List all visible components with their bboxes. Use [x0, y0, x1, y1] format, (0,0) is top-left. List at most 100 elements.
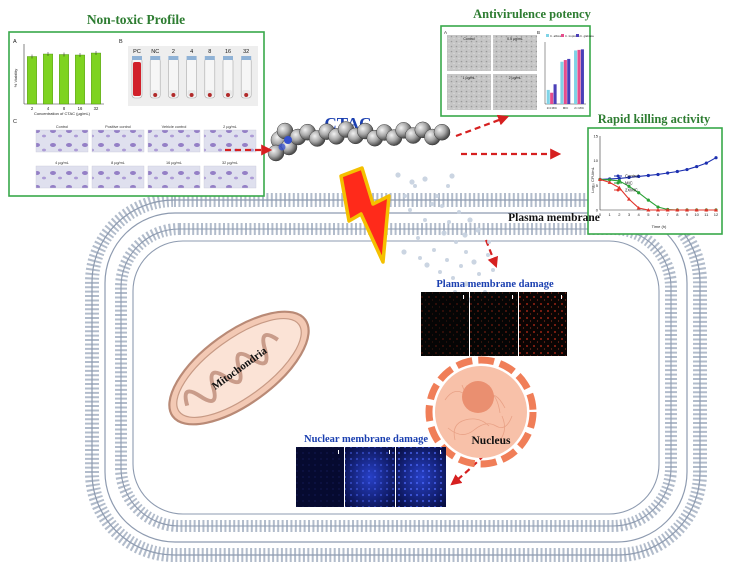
ctac-particle: [435, 194, 439, 198]
killing-point: [714, 208, 718, 212]
killing-point: [656, 208, 660, 212]
tube-cap: [168, 56, 179, 60]
ctac-particle: [446, 184, 450, 188]
ctac-particle: [491, 268, 495, 272]
viability-bar: [27, 56, 38, 105]
killing-legend-marker: [616, 174, 620, 178]
antivirulence-bar: [580, 49, 584, 104]
tube-pellet: [207, 93, 212, 97]
tube-pellet: [171, 93, 176, 97]
antivirulence-legend-label: C. albicans: [550, 34, 564, 38]
ctac-particle: [451, 276, 455, 280]
ctac-particle: [445, 258, 449, 262]
antivirulence-legend-swatch: [546, 34, 549, 37]
killing-point: [617, 176, 621, 181]
panel-killing: Rapid killing activity Log₁₀ CFU/mL 0510…: [587, 112, 723, 235]
nuclear-damage-micrographs: [296, 447, 446, 507]
micrograph-image: [147, 129, 201, 153]
killing-point: [627, 175, 631, 180]
antivirulence-bar: [567, 58, 571, 104]
viability-xlabel: Concentration of CTAC (µg/mL): [34, 111, 91, 116]
killing-x-tick: 3: [628, 212, 631, 217]
ctac-particle: [477, 272, 481, 276]
nucleus: [425, 356, 537, 468]
membrane-damage-micrographs: [421, 292, 567, 356]
killing-legend-marker: [616, 181, 620, 185]
micrograph-label: 2 µg/mL: [223, 125, 237, 129]
micrograph-image: [91, 165, 145, 189]
ctac-particle: [457, 210, 461, 214]
micrograph-label: 16 µg/mL: [166, 161, 182, 165]
killing-x-tick: 8: [676, 212, 679, 217]
antivirulence-bar: [560, 61, 564, 104]
killing-x-tick: 1: [609, 212, 612, 217]
killing-y-tick: 15: [594, 134, 599, 139]
ctac-particle: [418, 256, 422, 260]
micrograph-label: Control: [56, 125, 68, 129]
ctac-particle: [467, 217, 473, 223]
ctac-particle: [462, 232, 468, 238]
plama-damage-label: Plama membrane damage: [436, 279, 554, 290]
ctac-particle: [403, 194, 407, 198]
ctac-molecule: [267, 121, 451, 162]
arrow-to-membrane-damage: [484, 239, 498, 269]
killing-x-tick: 11: [704, 212, 709, 217]
viability-tick-label: 32: [94, 106, 99, 111]
killing-point: [646, 208, 651, 212]
ctac-particle: [449, 173, 455, 179]
killing-legend-label: Control: [625, 174, 639, 179]
ctac-particle: [440, 204, 444, 208]
killing-point: [694, 208, 699, 212]
killing-point: [646, 173, 650, 178]
killing-point: [685, 167, 689, 172]
killing-point: [695, 164, 699, 169]
nucleolus: [462, 381, 494, 413]
killing-point: [637, 174, 641, 179]
viability-tick-label: 8: [63, 106, 66, 111]
killing-point: [665, 208, 670, 212]
killing-legend-label: MIC: [625, 181, 633, 186]
arrow-to-antivirulence: [455, 114, 510, 138]
antivirulence-tick-label: MIC: [563, 106, 569, 110]
killing-legend-label: 2XMIC: [625, 188, 638, 193]
ctac-particle: [464, 250, 468, 254]
ctac-particle: [413, 184, 417, 188]
killing-point: [704, 208, 709, 212]
killing-x-tick: 10: [694, 212, 699, 217]
tube-label: 8: [208, 49, 211, 55]
panel-b-label: B: [119, 39, 123, 45]
killing-y-tick: 10: [594, 158, 599, 163]
ctac-particle: [423, 218, 427, 222]
anti-a-label: A: [444, 30, 447, 35]
killing-point: [627, 184, 631, 188]
micrograph-image: [35, 165, 89, 189]
killing-point: [598, 177, 602, 181]
ctac-particle: [475, 227, 481, 233]
killing-point: [608, 178, 612, 182]
antivirulence-micrograph-label: Control: [463, 37, 475, 41]
killing-point: [685, 208, 689, 212]
tube-cap: [204, 56, 215, 60]
micrograph-image: [35, 129, 89, 153]
antivirulence-micrograph: [447, 35, 491, 71]
ctac-particle: [471, 259, 477, 265]
killing-point: [627, 197, 631, 201]
tube-label: NC: [151, 49, 159, 55]
panel-antivirulence-title: Antivirulence potency: [473, 7, 591, 21]
plasma-membrane-label: Plasma membrane: [508, 212, 600, 224]
killing-y-tick: 5: [596, 183, 599, 188]
killing-x-tick: 0: [599, 212, 602, 217]
ctac-particle: [430, 202, 434, 206]
micrograph-image: [203, 165, 257, 189]
killing-x-tick: 5: [647, 212, 650, 217]
antivirulence-bar: [553, 84, 557, 104]
panel-c-label: C: [13, 119, 17, 125]
antivirulence-bar: [577, 49, 581, 104]
